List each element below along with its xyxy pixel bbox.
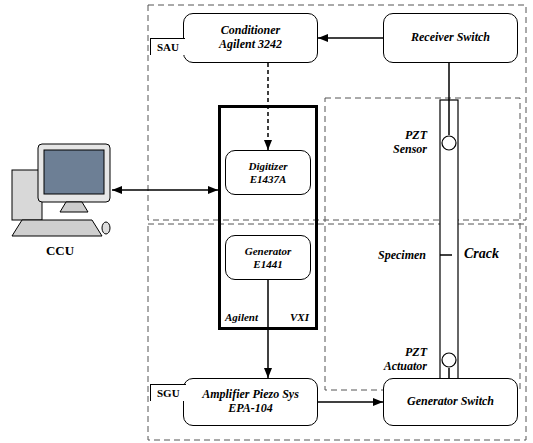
signal-connector (318, 401, 383, 403)
signal-connector (448, 63, 450, 135)
specimen-region (325, 98, 520, 390)
module-box: Generator E1441 (225, 235, 311, 280)
node-label: CCU (46, 244, 74, 259)
instrument-chassis: Agilent VXI Digitizer E1437A Generator E144… (218, 105, 318, 330)
node-label: Conditioner Agilent 3242 (207, 24, 295, 52)
node-label: Generator Switch (407, 395, 494, 409)
crack-mark (440, 254, 452, 256)
sgu-region (148, 224, 526, 440)
process-box: Conditioner Agilent 3242 (183, 13, 318, 63)
node-label: PZT Actuator (375, 346, 427, 374)
module-box: Digitizer E1437A (225, 150, 311, 195)
specimen-bar (440, 100, 458, 386)
node-label: PZT Sensor (375, 129, 427, 157)
process-box: Generator Switch (383, 378, 518, 426)
unit-tag: SGU (150, 384, 186, 401)
sau-region (148, 5, 526, 220)
process-box: Amplifier Piezo Sys EPA-104 (183, 378, 318, 426)
sensor-node: PZT Actuator (372, 342, 457, 378)
node-label: Generator E1441 (235, 245, 301, 270)
chassis-label: Agilent (225, 311, 258, 324)
signal-connector (448, 368, 450, 378)
node-label: Receiver Switch (411, 31, 490, 45)
process-box: Receiver Switch (383, 13, 518, 63)
part-label: Specimen (378, 248, 426, 263)
node-label: Amplifier Piezo Sys EPA-104 (190, 388, 312, 416)
computer-icon-art (8, 140, 112, 240)
unit-tag: SAU (150, 38, 185, 55)
node-label: Digitizer E1437A (232, 160, 304, 185)
pzt-circle (441, 352, 457, 368)
chassis-label: VXI (290, 311, 309, 324)
signal-connector (112, 189, 218, 191)
computer-icon: CCU (8, 140, 112, 262)
pzt-circle (441, 135, 457, 151)
part-label: Crack (464, 246, 499, 262)
sensor-node: PZT Sensor (372, 125, 457, 161)
signal-connector (318, 37, 383, 39)
